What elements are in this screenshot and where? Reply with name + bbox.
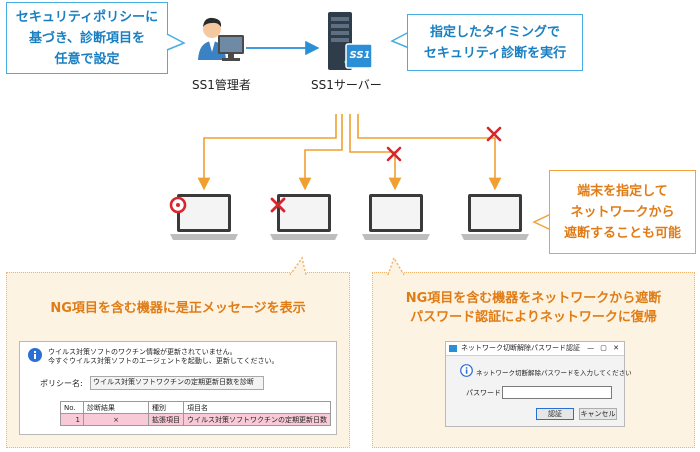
dialog-message: ネットワーク切断解除パスワードを入力してください [476, 369, 632, 377]
password-label: パスワード： [466, 389, 508, 397]
window-controls: — ▢ ✕ [587, 344, 621, 352]
authenticate-button[interactable]: 認証 [536, 408, 574, 420]
callout-block-terminal: 端末を指定して ネットワークから 遮断することも可能 [549, 170, 696, 254]
table-row[interactable]: 1 × 拡張項目 ウイルス対策ソフトワクチンの定期更新日数 [60, 413, 331, 426]
callout-line: セキュリティ診断を実行 [423, 45, 567, 61]
callout-line: セキュリティポリシーに [15, 9, 159, 25]
callout-line: 遮断することも可能 [563, 225, 681, 241]
info-icon [28, 348, 42, 362]
correction-message-window: ウイルス対策ソフトのワクチン情報が更新されていません。 今すぐウイルス対策ソフト… [19, 341, 337, 435]
table-header-cell: 診断結果 [83, 401, 149, 414]
blocked-cross-icon [270, 197, 286, 213]
branch-to-terminal-3 [349, 114, 402, 191]
warning-circle-icon [169, 196, 187, 214]
laptop-icon [170, 194, 238, 240]
laptop-icon [270, 194, 338, 240]
ss1-server-icon [328, 12, 373, 70]
admin-label: SS1管理者 [192, 78, 251, 92]
callout-line: 指定したタイミングで [429, 24, 560, 40]
table-header-cell: 項目名 [183, 401, 331, 414]
callout-scheduled-diagnosis: 指定したタイミングで セキュリティ診断を実行 [407, 14, 583, 71]
info-icon [460, 364, 473, 377]
cancel-button[interactable]: キャンセル [579, 408, 617, 420]
dialog-title: ネットワーク切断解除パスワード認証 [461, 344, 580, 352]
panel-title-line: NG項目を含む機器をネットワークから遮断 [405, 291, 662, 306]
branch-to-terminal-4 [357, 114, 502, 191]
table-cell: × [83, 413, 149, 426]
ss1-badge-text: SS1 [349, 50, 371, 61]
table-header-row: No. 診断結果 種別 項目名 [60, 401, 331, 414]
password-auth-dialog: ネットワーク切断解除パスワード認証 — ▢ ✕ ネットワーク切断解除パスワードを… [445, 341, 632, 427]
laptop-icon [461, 194, 529, 240]
policy-name-label: ポリシー名: [40, 379, 83, 388]
table-header-cell: 種別 [148, 401, 184, 414]
callout-pointer [166, 33, 186, 51]
policy-name-field: ウイルス対策ソフトワクチンの定期更新日数を診断 [90, 376, 264, 390]
diagnosis-result-table: No. 診断結果 種別 項目名 1 × 拡張項目 ウイルス対策ソフトワクチンの定… [60, 401, 331, 426]
panel-title: NG項目を含む機器に是正メッセージを表示 [50, 301, 306, 316]
table-cell: 拡張項目 [148, 413, 184, 426]
panel-correction-message: NG項目を含む機器に是正メッセージを表示 ウイルス対策ソフトのワクチン情報が更新… [6, 272, 350, 448]
callout-line: 端末を指定して [577, 183, 668, 199]
admin-user-icon [198, 17, 244, 61]
laptop-icon [362, 194, 430, 240]
block-cross-branch-3 [386, 146, 402, 162]
callout-line: 任意で設定 [54, 51, 120, 67]
dialog-title-bar: ネットワーク切断解除パスワード認証 — ▢ ✕ [446, 342, 624, 356]
password-input[interactable] [502, 386, 612, 399]
callout-line: ネットワークから [570, 204, 675, 220]
panel-title-line: パスワード認証によりネットワークに復帰 [410, 310, 657, 325]
message-line-2: 今すぐウイルス対策ソフトのエージェントを起動し、更新してください。 [48, 357, 279, 365]
table-cell: ウイルス対策ソフトワクチンの定期更新日数 [183, 413, 331, 426]
panel-network-block: NG項目を含む機器をネットワークから遮断 パスワード認証によりネットワークに復帰… [372, 272, 695, 448]
block-cross-branch-4 [486, 126, 502, 142]
server-label: SS1サーバー [311, 78, 382, 92]
callout-line: 基づき、診断項目を [28, 30, 146, 46]
app-icon [449, 345, 457, 352]
panel-pointer [289, 256, 307, 276]
callout-policy-settings: セキュリティポリシーに 基づき、診断項目を 任意で設定 [6, 2, 168, 74]
panel-pointer [387, 256, 405, 276]
table-cell: 1 [60, 413, 84, 426]
branch-to-terminal-1 [197, 114, 337, 191]
branch-to-terminal-2 [298, 114, 343, 191]
table-header-cell: No. [60, 401, 84, 414]
message-line-1: ウイルス対策ソフトのワクチン情報が更新されていません。 [48, 348, 237, 356]
